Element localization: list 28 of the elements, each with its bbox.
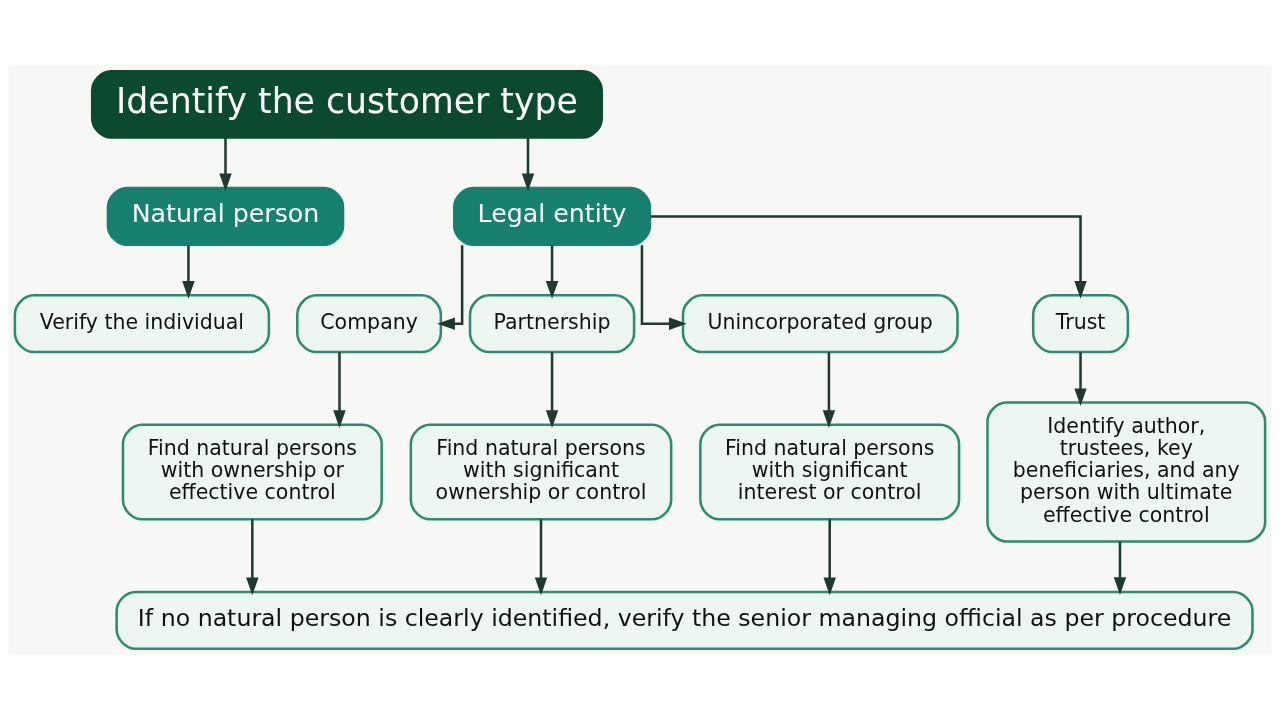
- node-box: Find natural persons with significant ownership or control: [409, 423, 673, 521]
- node-box: Verify the individual: [13, 294, 271, 354]
- node-box: Identify the customer type: [90, 70, 603, 139]
- arrow: [650, 215, 1087, 299]
- arrow: [534, 519, 548, 596]
- arrow: [246, 519, 259, 596]
- arrow: [182, 245, 195, 299]
- arrow: [1074, 352, 1087, 407]
- node-box: Unincorporated group: [681, 294, 959, 354]
- node-box: Legal entity: [453, 186, 652, 247]
- arrow: [823, 519, 836, 596]
- arrow: [219, 138, 232, 192]
- node-box: Find natural persons with significant interest or control: [699, 423, 961, 521]
- node-box: Identify author, trustees, key beneficiaries, and any person with ultimate effective control: [986, 401, 1267, 543]
- node-box: Natural person: [106, 186, 345, 247]
- arrow: [333, 352, 346, 429]
- node-box: Find natural persons with ownership or effective control: [121, 423, 383, 521]
- node-box: Partnership: [468, 294, 636, 354]
- node-box: Company: [296, 294, 443, 354]
- node-box: If no natural person is clearly identified, verify the senior managing official as per procedure: [115, 590, 1254, 650]
- arrow: [640, 245, 687, 330]
- arrow: [1113, 541, 1127, 595]
- arrow: [822, 352, 836, 429]
- node-box: Trust: [1031, 294, 1130, 354]
- arrow: [521, 138, 535, 192]
- arrow: [545, 245, 559, 299]
- arrow: [545, 352, 559, 429]
- arrow: [437, 245, 464, 330]
